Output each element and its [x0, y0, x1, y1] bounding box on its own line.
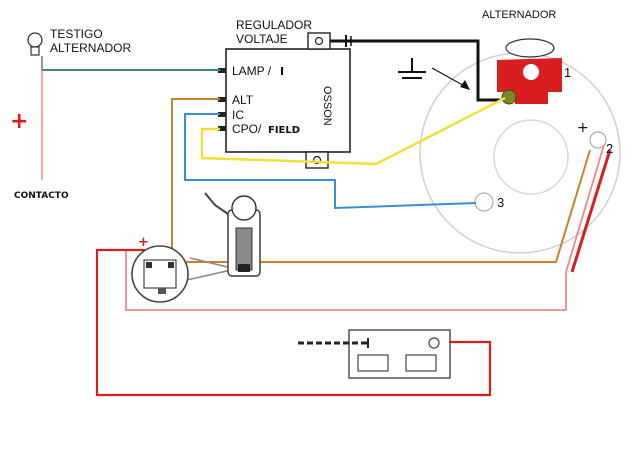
regulador-label-2: VOLTAJE [236, 32, 288, 46]
testigo-label-2: ALTERNADOR [50, 41, 131, 55]
terminal-1-label: 1 [564, 65, 571, 80]
plus-contacto: + [10, 109, 28, 134]
regulator-box [225, 48, 351, 153]
distributor-terminal-b [168, 262, 174, 268]
alternator-top-ellipse [505, 38, 555, 58]
bulb-base [30, 46, 40, 56]
alternator-terminal-green [501, 89, 517, 105]
testigo-label-1: TESTIGO [50, 27, 103, 41]
brand-label: OSSON [321, 86, 333, 126]
alternator [419, 38, 621, 254]
plus-alternator: + [577, 120, 589, 136]
alternator-hub [493, 119, 569, 195]
coil-top [231, 195, 257, 221]
ground-symbol [398, 58, 426, 79]
lamp-suffix: I [280, 65, 284, 78]
alternator-terminal-1-hole [523, 64, 539, 80]
lamp-label: LAMP / [232, 64, 272, 78]
regulator-pin-lamp [218, 68, 226, 73]
wire-black-ground [330, 39, 500, 102]
battery-cell-2 [405, 354, 437, 372]
distributor-terminal-a [146, 262, 152, 268]
alternator-terminal-2 [589, 131, 607, 149]
alternator-terminal-3 [474, 192, 494, 212]
testigo-bulb [27, 32, 43, 56]
coil-core [235, 227, 253, 271]
coil-terminal [238, 264, 250, 272]
regulator-pin-alt [218, 97, 226, 102]
wires [41, 35, 612, 397]
arrow-head [460, 80, 470, 90]
distributor [131, 245, 189, 303]
distributor-terminal-c [158, 288, 166, 294]
wire-blue-ic [184, 113, 477, 210]
ignition-coil [204, 192, 261, 277]
coil-lead [204, 192, 229, 215]
regulator-pin-ic [218, 112, 226, 117]
terminal-2-label: 2 [606, 141, 613, 156]
cpo-label: CPO/ [232, 122, 262, 136]
wire-red-main-thick [570, 149, 612, 273]
battery-cell-1 [357, 354, 389, 372]
wire-yellow-field [200, 96, 506, 166]
plus-distributor: + [138, 235, 149, 250]
voltage-regulator [218, 32, 351, 169]
regulator-top-screw [314, 36, 324, 46]
cpo-suffix: FIELD [268, 125, 300, 136]
regulador-label-1: REGULADOR [236, 18, 312, 32]
alternator-terminal-1-plate [497, 58, 562, 104]
contacto-label: CONTACTO [14, 191, 69, 201]
terminal-3-label: 3 [497, 195, 504, 210]
regulator-pin-cpo [218, 126, 226, 131]
alt-label: ALT [232, 93, 254, 107]
battery-positive-post [428, 337, 440, 349]
wire-red-bottom [95, 248, 492, 397]
bulb-icon [27, 32, 43, 48]
alternador-label: ALTERNADOR [482, 9, 556, 21]
ic-label: IC [232, 108, 244, 122]
wire-green-lamp [41, 56, 220, 71]
battery [298, 329, 451, 379]
wire-red-main [125, 144, 605, 311]
